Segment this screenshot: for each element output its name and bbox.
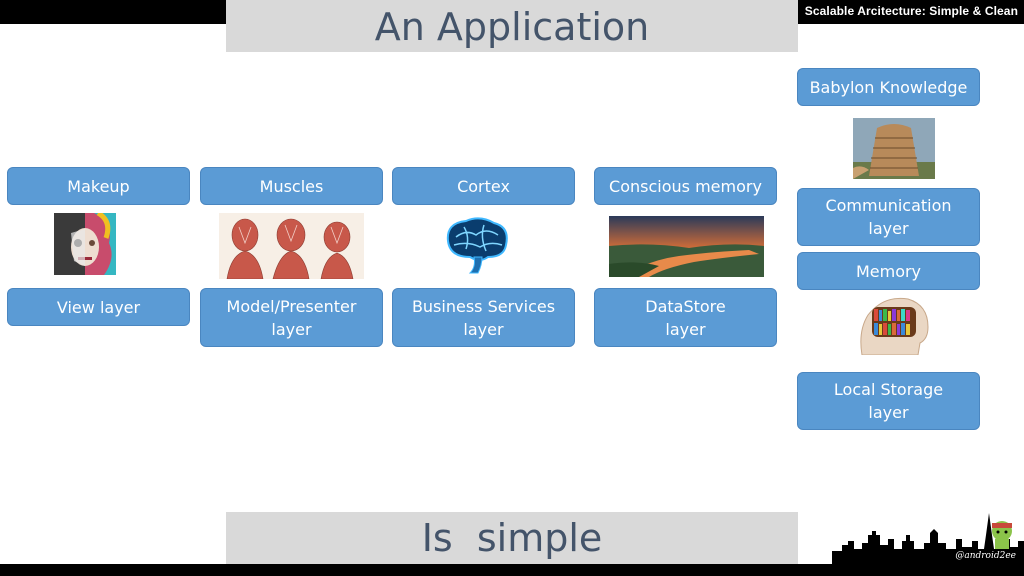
slide-tag: Scalable Arcitecture: Simple & Clean	[804, 4, 1018, 18]
tower-of-babel-image	[853, 118, 935, 179]
local-storage-layer-box: Local Storage layer	[797, 372, 980, 430]
view-layer-box: View layer	[7, 288, 190, 326]
muscles-anatomy-image	[219, 213, 364, 279]
model-presenter-layer-box: Model/Presenter layer	[200, 288, 383, 347]
footer-banner	[226, 512, 798, 564]
muscles-box: Muscles	[200, 167, 383, 205]
footer-text: Is simple	[421, 516, 603, 560]
babylon-knowledge-box: Babylon Knowledge	[797, 68, 980, 106]
slide-title: An Application	[374, 5, 650, 49]
paris-skyline-logo: @android2ee	[832, 505, 1024, 565]
author-handle: @android2ee	[955, 551, 1016, 561]
memory-box: Memory	[797, 252, 980, 290]
brain-image	[440, 213, 512, 275]
bottom-bar	[0, 564, 1024, 576]
bookshelf-head-image	[858, 293, 930, 355]
communication-layer-box: Communication layer	[797, 188, 980, 246]
makeup-box: Makeup	[7, 167, 190, 205]
datastore-layer-box: DataStore layer	[594, 288, 777, 347]
business-services-layer-box: Business Services layer	[392, 288, 575, 347]
makeup-face-image	[54, 213, 116, 275]
title-banner	[226, 0, 798, 52]
conscious-memory-box: Conscious memory	[594, 167, 777, 205]
cortex-box: Cortex	[392, 167, 575, 205]
landscape-image	[609, 216, 764, 277]
